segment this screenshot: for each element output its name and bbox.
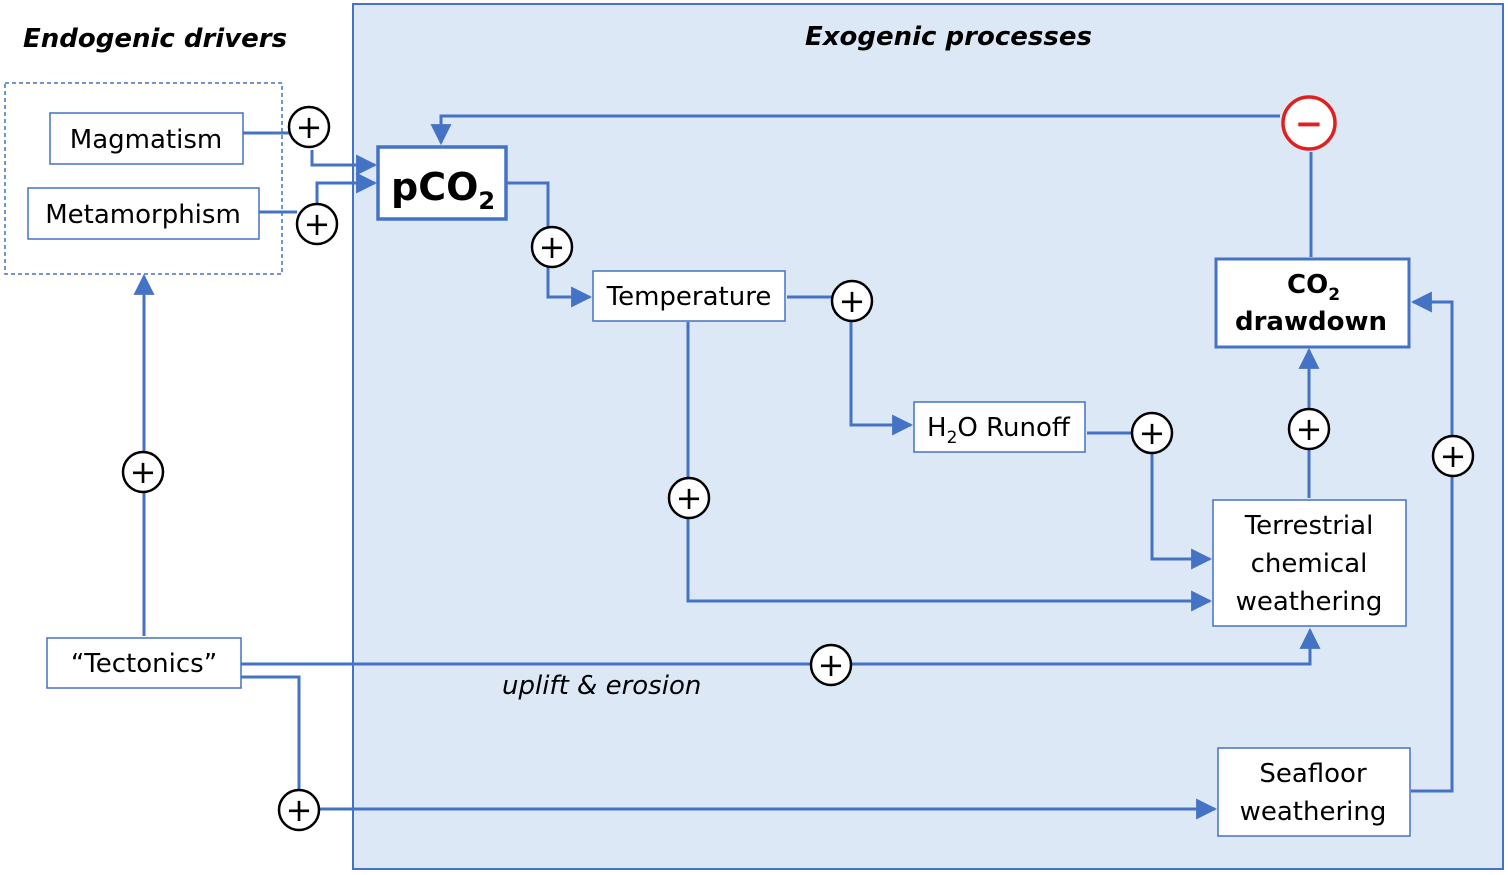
node-terrestrial-weathering: Terrestrial chemical weathering (1212, 499, 1407, 627)
connectors (133, 114, 1454, 820)
svg-text:+: + (1139, 414, 1166, 452)
temperature-label: Temperature (606, 282, 772, 312)
svg-text:+: + (539, 228, 566, 266)
node-temperature: Temperature (592, 270, 786, 322)
terrestrial-line1: Terrestrial (1244, 511, 1374, 541)
svg-text:+: + (818, 646, 845, 684)
pco2-label: pCO2 (391, 165, 495, 215)
svg-text:+: + (296, 108, 323, 146)
svg-text:+: + (676, 479, 703, 517)
sign-tectonics-seafloor: + (277, 788, 321, 832)
sign-temperature-terrestrial: + (667, 476, 711, 520)
svg-text:+: + (1296, 410, 1323, 448)
sign-drawdown-pco2-negative: − (1281, 95, 1337, 151)
svg-text:+: + (1440, 437, 1467, 475)
svg-text:−: − (1295, 104, 1324, 144)
seafloor-line1: Seafloor (1259, 759, 1367, 789)
magmatism-label: Magmatism (70, 125, 222, 155)
edge-tectonics-seafloor (241, 675, 301, 790)
sign-metamorphism: + (295, 202, 339, 246)
sign-magmatism: + (287, 105, 331, 149)
uplift-erosion-label: uplift & erosion (502, 671, 701, 701)
seafloor-line2: weathering (1240, 797, 1387, 827)
edge-pco2-temperature (507, 181, 550, 228)
tectonics-label: “Tectonics” (71, 649, 217, 679)
sign-temperature-runoff: + (830, 279, 874, 323)
node-co2-drawdown: CO2 drawdown (1214, 257, 1411, 349)
co2-drawdown-line1: CO2 (1287, 270, 1340, 305)
endogenic-group (4, 82, 283, 275)
endogenic-header: Endogenic drivers (23, 24, 287, 54)
node-pco2: pCO2 (376, 145, 508, 221)
sign-tectonics-endogenic: + (121, 450, 165, 494)
sign-pco2-temperature: + (530, 225, 574, 269)
node-seafloor-weathering: Seafloor weathering (1217, 747, 1411, 837)
edge-seafloor-drawdown (1411, 476, 1454, 793)
node-tectonics: “Tectonics” (46, 637, 242, 689)
node-magmatism: Magmatism (49, 112, 244, 165)
terrestrial-line2: chemical (1251, 549, 1368, 579)
co2-drawdown-line2: drawdown (1235, 307, 1387, 337)
svg-text:+: + (304, 205, 331, 243)
metamorphism-label: Metamorphism (45, 200, 241, 230)
svg-text:+: + (839, 282, 866, 320)
exogenic-header: Exogenic processes (805, 22, 1092, 52)
sign-terrestrial-drawdown: + (1287, 407, 1331, 451)
svg-text:+: + (286, 791, 313, 829)
h2o-runoff-label: H2O Runoff (927, 413, 1071, 448)
node-metamorphism: Metamorphism (27, 187, 260, 240)
terrestrial-line3: weathering (1236, 587, 1383, 617)
sign-tectonics-terrestrial: + (809, 643, 853, 687)
node-h2o-runoff: H2O Runoff (913, 401, 1086, 453)
sign-seafloor-drawdown: + (1431, 434, 1475, 478)
sign-runoff-terrestrial: + (1130, 411, 1174, 455)
svg-text:+: + (130, 453, 157, 491)
